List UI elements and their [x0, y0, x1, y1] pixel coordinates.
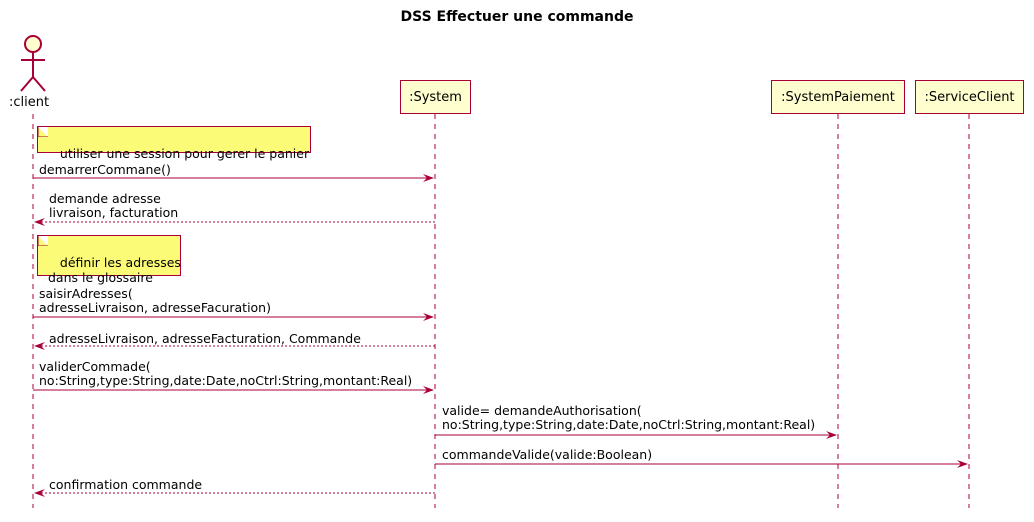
note-adresses-text: définir les adresses dans le glossaire: [47, 255, 181, 285]
message-label: commandeValide(valide:Boolean): [442, 447, 653, 462]
message-label: confirmation commande: [49, 477, 203, 492]
message-label: saisirAdresses( adresseLivraison, adress…: [39, 286, 271, 315]
message-arrow: [33, 386, 434, 394]
participant-systempaiement: :SystemPaiement: [771, 80, 905, 114]
message-label: demande adresse livraison, facturation: [49, 191, 179, 220]
note-fold-icon: [38, 127, 48, 137]
message-label: demarrerCommane(): [39, 162, 171, 177]
message-arrow: [34, 489, 435, 497]
note-adresses: définir les adresses dans le glossaire: [37, 235, 181, 285]
note-session: utiliser une session pour gerer le panie…: [37, 126, 311, 161]
message-label: validerCommade( no:String,type:String,da…: [39, 359, 413, 388]
participant-system: :System: [400, 80, 471, 114]
diagram-title: DSS Effectuer une commande: [400, 9, 634, 25]
message-arrow: [34, 218, 435, 226]
message-arrow: [33, 174, 434, 182]
actor-client-label: :client: [9, 95, 50, 110]
message-label: valide= demandeAuthorisation( no:String,…: [442, 403, 816, 432]
message-arrow: [33, 313, 434, 321]
participant-serviceclient: :ServiceClient: [915, 80, 1024, 114]
message-label: adresseLivraison, adresseFacturation, Co…: [49, 331, 361, 346]
note-fold-icon: [38, 236, 48, 246]
message-arrow: [435, 460, 968, 468]
actor-client-icon: [20, 35, 46, 92]
note-session-text: utiliser une session pour gerer le panie…: [59, 146, 310, 161]
message-arrow: [435, 431, 837, 439]
message-arrow: [34, 342, 435, 350]
